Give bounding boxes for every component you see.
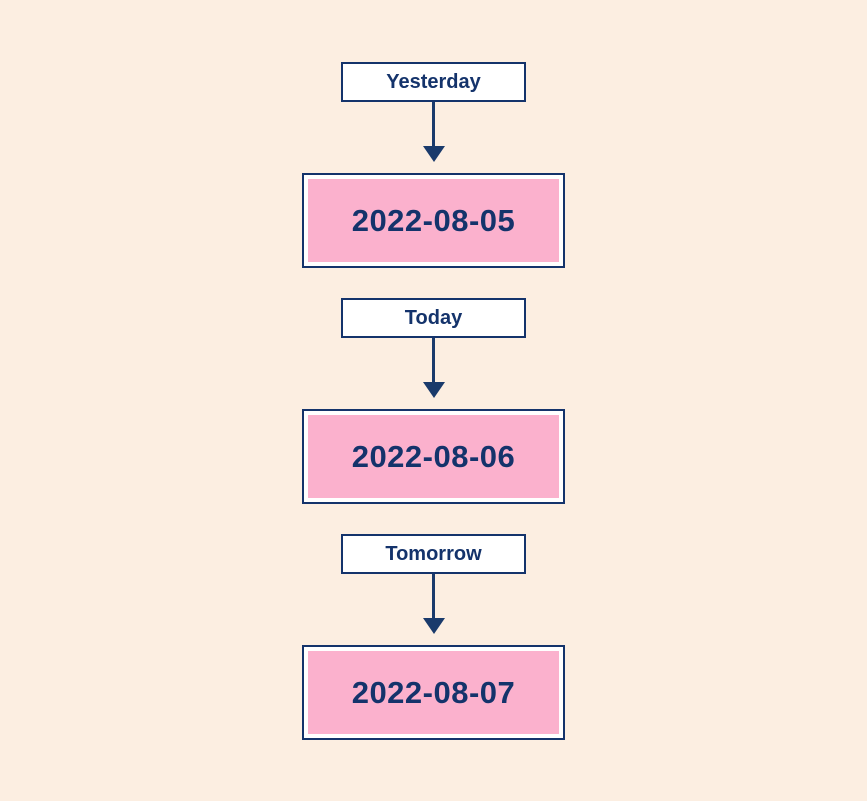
arrow-head xyxy=(422,382,445,398)
label-box-yesterday: Yesterday xyxy=(341,62,526,102)
down-arrow-icon xyxy=(422,574,445,634)
arrow-line xyxy=(432,102,435,146)
label-box-tomorrow: Tomorrow xyxy=(341,534,526,574)
node-group-today: Today 2022-08-06 xyxy=(302,298,565,504)
node-group-tomorrow: Tomorrow 2022-08-07 xyxy=(302,534,565,740)
arrow-line xyxy=(432,338,435,382)
arrow-line xyxy=(432,574,435,618)
date-box-yesterday: 2022-08-05 xyxy=(302,173,565,268)
date-box-today: 2022-08-06 xyxy=(302,409,565,504)
down-arrow-icon xyxy=(422,102,445,162)
node-group-yesterday: Yesterday 2022-08-05 xyxy=(302,62,565,268)
label-box-today: Today xyxy=(341,298,526,338)
date-box-tomorrow: 2022-08-07 xyxy=(302,645,565,740)
arrow-head xyxy=(422,146,445,162)
arrow-head xyxy=(422,618,445,634)
down-arrow-icon xyxy=(422,338,445,398)
